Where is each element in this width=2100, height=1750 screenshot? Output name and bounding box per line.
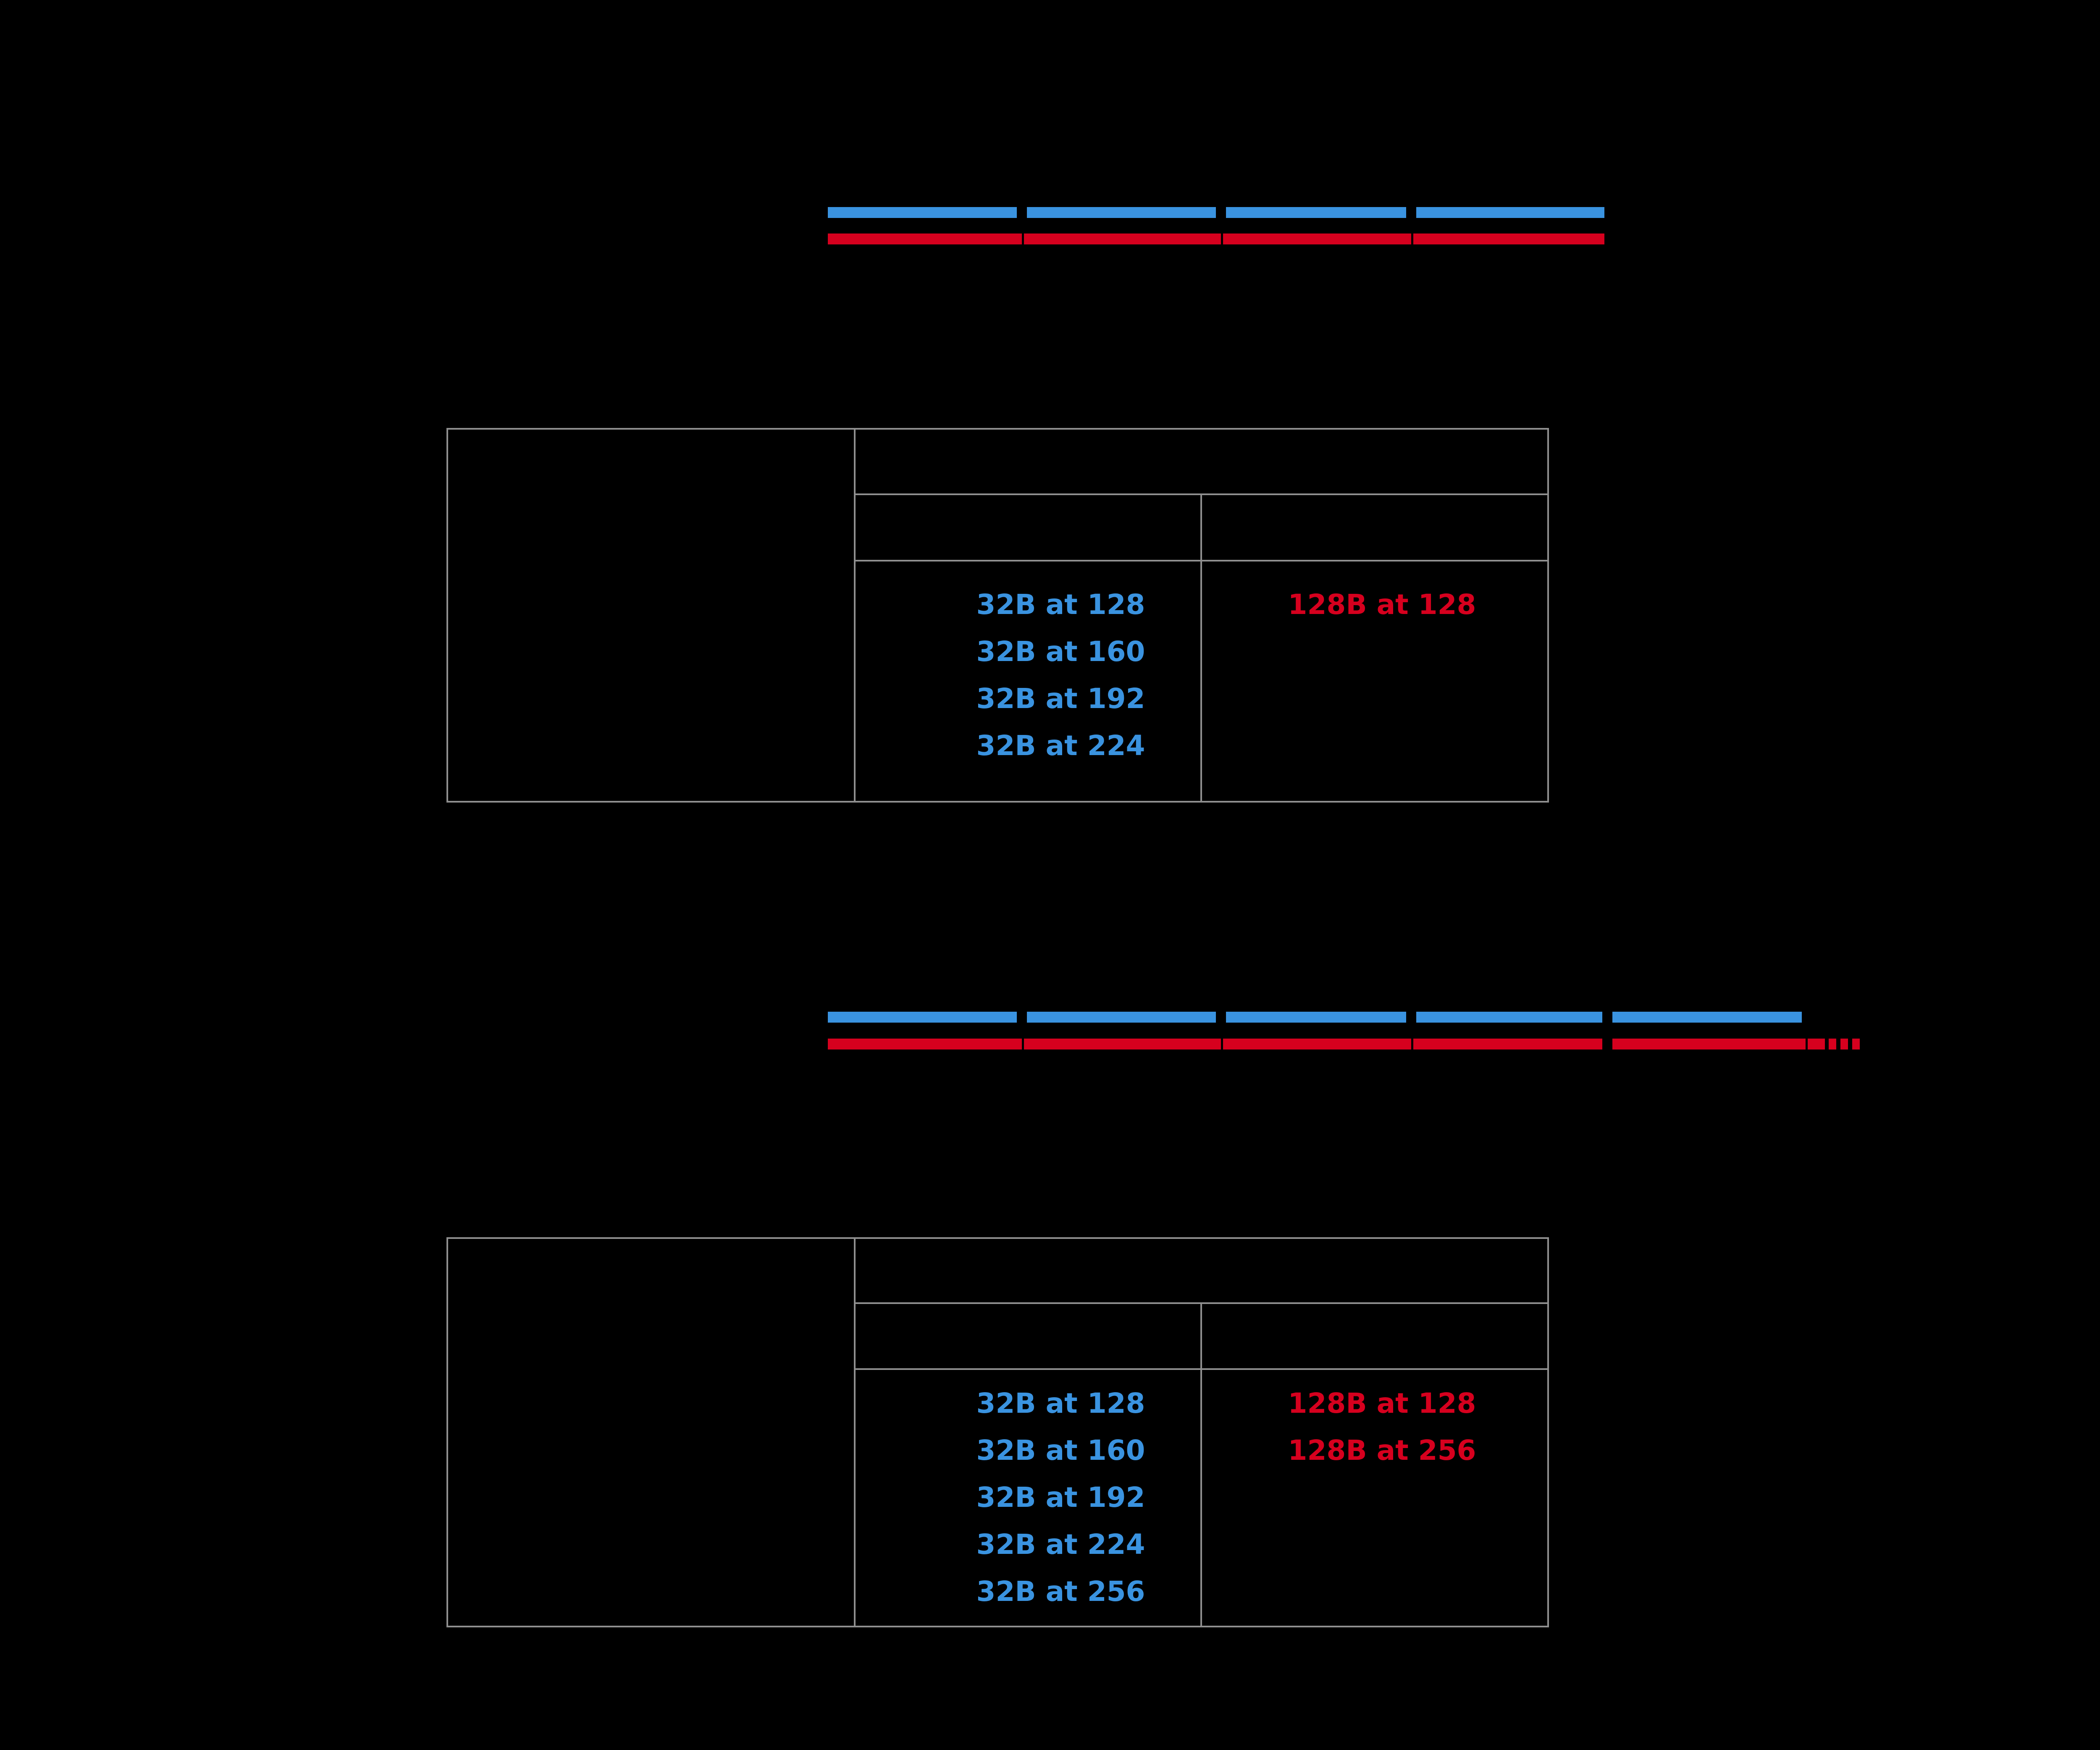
table-2-top-border [446,1237,1549,1239]
red-bar-divider-notch [1221,1039,1223,1049]
table-1-data-cell-red: 128B at 128 [1209,581,1555,628]
table-1-merged-header-cell [856,430,1547,493]
red-bar-continuation-tick [1852,1039,1860,1049]
table-1-subcolumn-divider [1200,493,1202,803]
red-bar-divider-notch [1022,234,1024,244]
blue-config-item: 32B at 224 [976,1528,1145,1561]
table-1-right-border [1547,428,1549,803]
table-2-column-divider [854,1237,856,1627]
blue-bar-segment [1416,207,1604,218]
table-1-subheader-left-cell [856,495,1200,560]
blue-bar-segment [1027,1012,1216,1023]
blue-config-item: 32B at 256 [976,1575,1145,1608]
blue-bar-segment [1027,207,1216,218]
table-1-left-column-cell [448,430,854,801]
red-bar-divider-notch [1022,1039,1024,1049]
table-2-left-column-cell [448,1239,854,1626]
blue-config-item: 32B at 128 [976,588,1145,621]
table-2-bottom-border [446,1626,1549,1627]
table-2-right-border [1547,1237,1549,1627]
blue-bar-segment [1226,207,1406,218]
blue-bar-segment [1416,1012,1602,1023]
table-1-column-divider [854,428,856,803]
red-bar-continuation-tick [1840,1039,1848,1049]
blue-config-item: 32B at 192 [976,682,1145,715]
table-2-merged-header-cell [856,1239,1547,1302]
blue-bar-segment [828,1012,1017,1023]
blue-bar-segment [1612,1012,1802,1023]
red-bar-divider-notch [1411,234,1413,244]
table-2-data-cell-blue: 32B at 128 32B at 160 32B at 192 32B at 224… [887,1380,1234,1615]
red-bar-divider-notch [1411,1039,1413,1049]
blue-config-item: 32B at 192 [976,1481,1145,1514]
red-bar-divider-notch [1806,1039,1808,1049]
red-config-item: 128B at 128 [1288,588,1476,621]
blue-config-item: 32B at 160 [976,635,1145,668]
blue-config-item: 32B at 160 [976,1434,1145,1467]
red-bar-segment [1612,1039,1825,1049]
red-bar-divider-notch [1221,234,1223,244]
table-2-subcolumn-divider [1200,1302,1202,1627]
red-bar-segment [828,234,1604,244]
table-2-subheader-left-cell [856,1304,1200,1368]
red-config-item: 128B at 128 [1288,1387,1476,1419]
blue-bar-segment [828,207,1017,218]
red-bar-segment [828,1039,1602,1049]
table-1-left-border [446,428,448,803]
table-2-subheader-right-cell [1202,1304,1547,1368]
table-1-data-cell-blue: 32B at 128 32B at 160 32B at 192 32B at 224 [887,581,1234,769]
blue-config-item: 32B at 128 [976,1387,1145,1419]
table-1-top-border [446,428,1549,430]
table-2-left-border [446,1237,448,1627]
blue-config-item: 32B at 224 [976,729,1145,762]
blue-bar-segment [1226,1012,1406,1023]
red-bar-continuation-tick [1829,1039,1836,1049]
table-2-data-cell-red: 128B at 128 128B at 256 [1209,1380,1555,1474]
table-1-bottom-border [446,801,1549,803]
red-config-item: 128B at 256 [1288,1434,1476,1467]
table-1-subheader-right-cell [1202,495,1547,560]
